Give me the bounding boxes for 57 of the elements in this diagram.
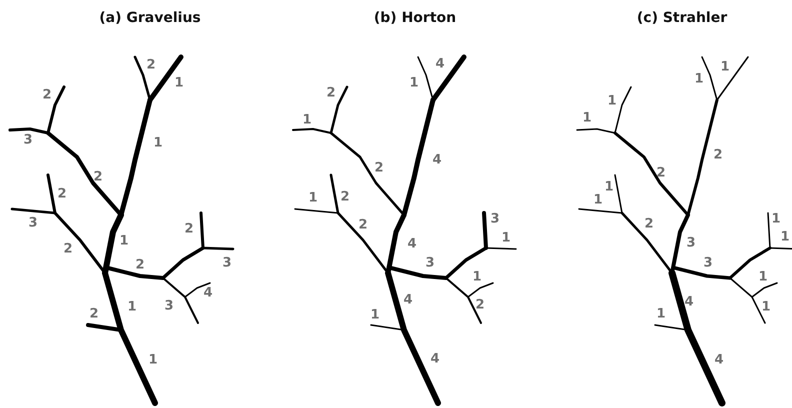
stream-order-number: 3	[425, 256, 435, 270]
stream-order-number: 3	[686, 236, 696, 250]
stream-order-number: 4	[435, 58, 445, 70]
stream-order-number: 2	[135, 258, 145, 272]
stream-order-number: 4	[430, 352, 440, 366]
stream-order-number: 4	[203, 286, 213, 300]
stream-order-number: 4	[714, 354, 724, 366]
stream-order-number: 1	[308, 192, 318, 204]
stream-order-number: 1	[472, 270, 482, 284]
stream-order-number: 1	[758, 270, 768, 284]
stream-order-number: 2	[93, 170, 103, 184]
stream-order-number: 1	[656, 308, 666, 320]
stream-order-number: 2	[63, 242, 73, 256]
stream-order-number: 3	[164, 300, 174, 312]
stream-order-number: 2	[326, 86, 336, 100]
stream-order-number: 4	[407, 238, 417, 250]
stream-order-number: 4	[432, 154, 442, 166]
stream-order-number: 2	[358, 218, 368, 232]
stream-order-number: 1	[604, 180, 614, 194]
stream-order-number: 1	[370, 308, 380, 322]
stream-order-number: 1	[302, 114, 312, 126]
stream-order-number: 1	[771, 212, 781, 226]
stream-order-number: 2	[146, 58, 156, 72]
stream-order-number: 2	[374, 162, 384, 174]
stream-order-number: 1	[720, 60, 730, 74]
panel-title: (b) Horton	[374, 10, 456, 26]
stream-order-number: 1	[119, 234, 129, 248]
stream-order-number: 1	[127, 300, 137, 314]
stream-order-number: 2	[713, 148, 723, 162]
panel-title: (a) Gravelius	[99, 10, 201, 26]
stream-order-number: 2	[42, 88, 52, 102]
stream-order-number: 1	[501, 232, 511, 244]
stream-order-number: 4	[684, 296, 694, 308]
stream-order-number: 1	[409, 76, 419, 90]
stream-order-number: 1	[153, 136, 163, 150]
stream-order-number: 2	[89, 308, 99, 320]
stream-order-number: 2	[475, 298, 485, 312]
stream-order-number: 1	[761, 300, 771, 314]
stream-order-number: 2	[656, 166, 666, 180]
stream-order-number: 3	[703, 256, 713, 270]
stream-order-number: 3	[23, 134, 33, 146]
stream-order-number: 1	[780, 230, 790, 244]
stream-order-number: 2	[340, 190, 350, 204]
stream-order-number: 1	[148, 354, 158, 366]
stream-order-number: 3	[28, 216, 38, 230]
panel-title: (c) Strahler	[636, 10, 728, 26]
stream-order-number: 3	[222, 256, 232, 270]
stream-order-number: 1	[607, 94, 617, 108]
stream-order-number: 2	[644, 218, 654, 230]
stream-order-number: 4	[403, 294, 413, 306]
stream-order-number: 1	[694, 72, 704, 86]
stream-order-number: 2	[184, 222, 194, 236]
stream-order-number: 1	[582, 112, 592, 124]
stream-order-number: 1	[593, 194, 603, 206]
stream-order-number: 3	[490, 212, 500, 226]
stream-order-number: 2	[57, 188, 67, 200]
stream-order-number: 1	[174, 76, 184, 90]
